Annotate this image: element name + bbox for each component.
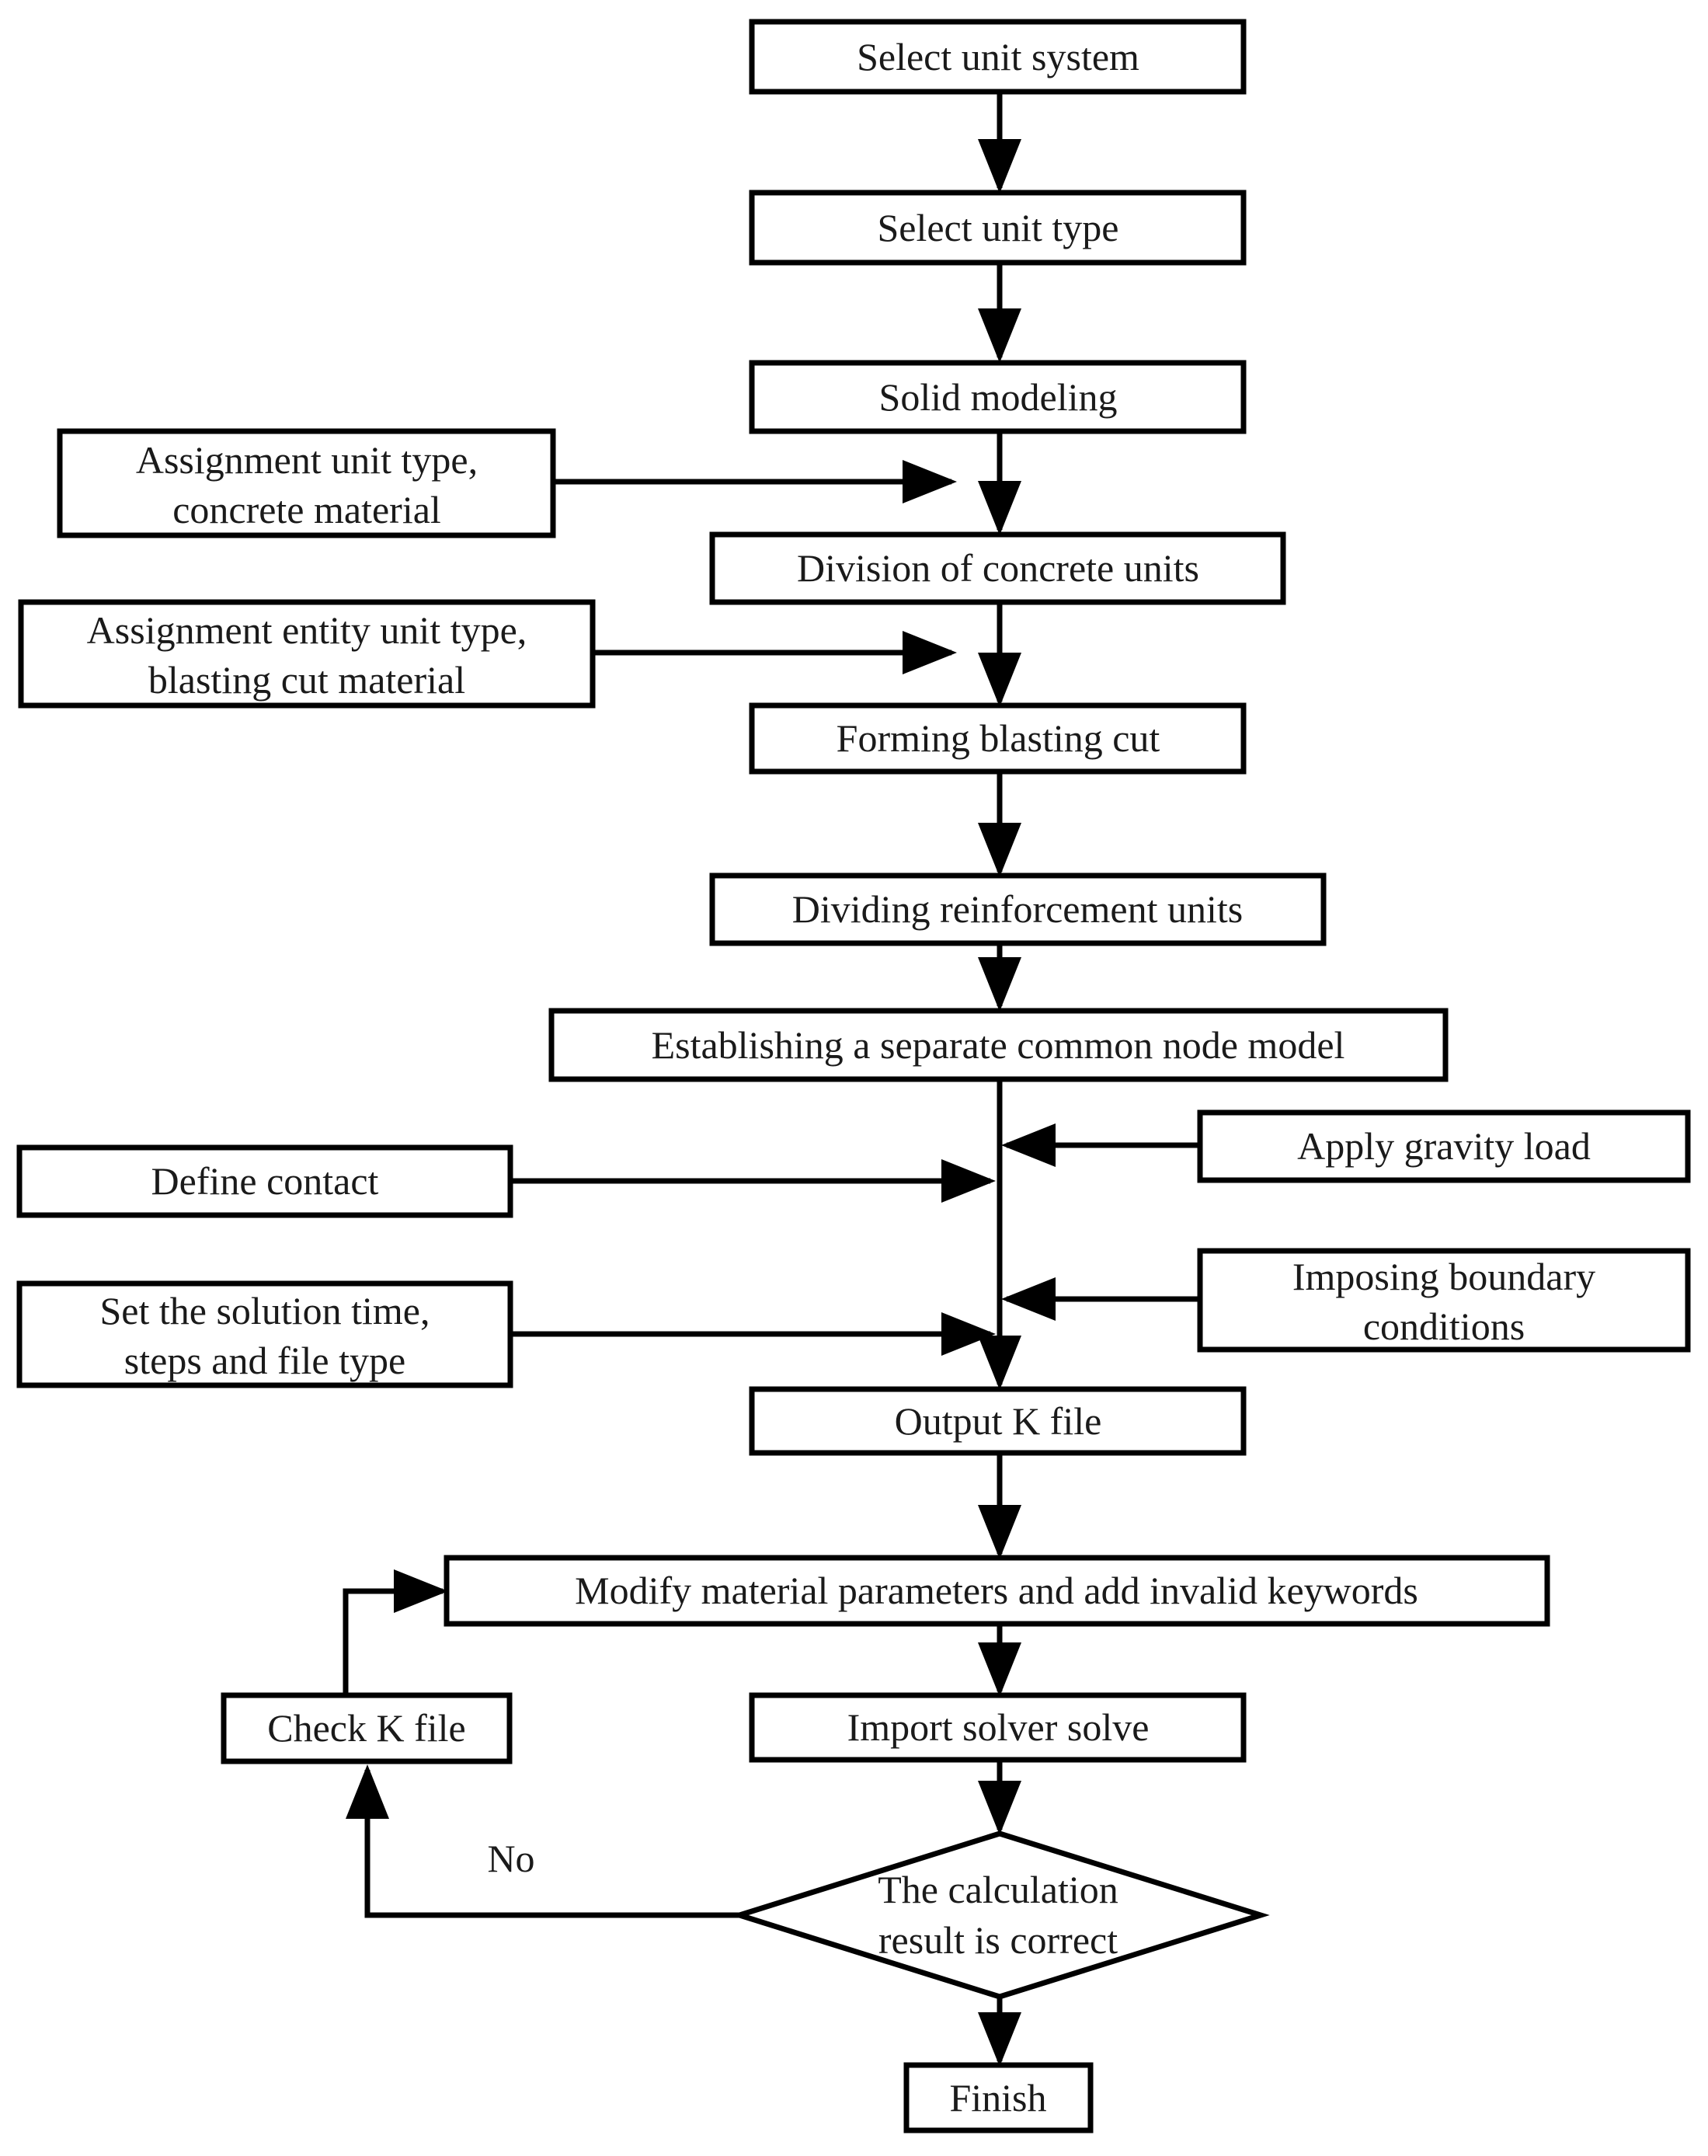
node-label: Solid modeling [879,375,1118,419]
node-assign-unit-type: Assignment unit type, concrete material [57,428,556,538]
node-label-line-2: concrete material [172,488,441,531]
node-check-k: Check K file [221,1692,513,1764]
node-dividing-reinforcement: Dividing reinforcement units [709,873,1327,946]
node-division-concrete: Division of concrete units [709,531,1286,605]
node-label: Establishing a separate common node mode… [652,1023,1345,1067]
node-label-line-1: Assignment unit type, [136,438,478,482]
node-label-line-2: blasting cut material [148,658,465,702]
node-select-unit-type: Select unit type [749,190,1247,266]
node-import-solver: Import solver solve [749,1692,1247,1763]
node-define-contact: Define contact [16,1144,513,1218]
node-label: Finish [949,2076,1046,2119]
node-label: Modify material parameters and add inval… [575,1569,1418,1612]
node-boundary-conditions: Imposing boundary conditions [1197,1248,1691,1353]
edge-decision-no-to-check [346,1764,739,1918]
node-label: Import solver solve [847,1705,1150,1749]
node-label: Select unit system [857,35,1139,78]
node-label: Check K file [267,1706,465,1750]
node-decision: The calculation result is correct [730,1830,1270,2000]
node-label: Dividing reinforcement units [792,887,1243,931]
node-modify-params: Modify material parameters and add inval… [444,1555,1550,1627]
node-solid-modeling: Solid modeling [749,360,1247,434]
node-assign-entity: Assignment entity unit type, blasting cu… [18,599,596,709]
node-label: Define contact [151,1159,379,1203]
node-apply-gravity: Apply gravity load [1197,1109,1691,1183]
edges [343,92,1200,2067]
node-label-line-1: The calculation [878,1868,1118,1911]
node-label-line-1: Imposing boundary [1292,1255,1595,1298]
node-common-node-model: Establishing a separate common node mode… [548,1008,1449,1082]
node-label-line-2: result is correct [878,1918,1118,1962]
node-solution-time: Set the solution time, steps and file ty… [16,1280,513,1388]
node-select-unit-system: Select unit system [749,19,1247,95]
node-label: Division of concrete units [797,546,1199,590]
node-label: Select unit type [877,206,1118,249]
node-label: Output K file [895,1399,1102,1443]
node-label-line-2: steps and file type [124,1339,405,1382]
node-forming-cut: Forming blasting cut [749,702,1247,775]
node-label-line-2: conditions [1363,1304,1525,1348]
node-label-line-1: Assignment entity unit type, [87,608,527,652]
edge-check-to-modify [343,1569,448,1695]
node-output-k: Output K file [749,1386,1247,1456]
edge-label-no: No [487,1837,534,1880]
node-label: Forming blasting cut [837,716,1160,760]
node-label-line-1: Set the solution time, [100,1289,430,1332]
node-label: Apply gravity load [1297,1124,1591,1168]
node-finish: Finish [903,2062,1094,2133]
